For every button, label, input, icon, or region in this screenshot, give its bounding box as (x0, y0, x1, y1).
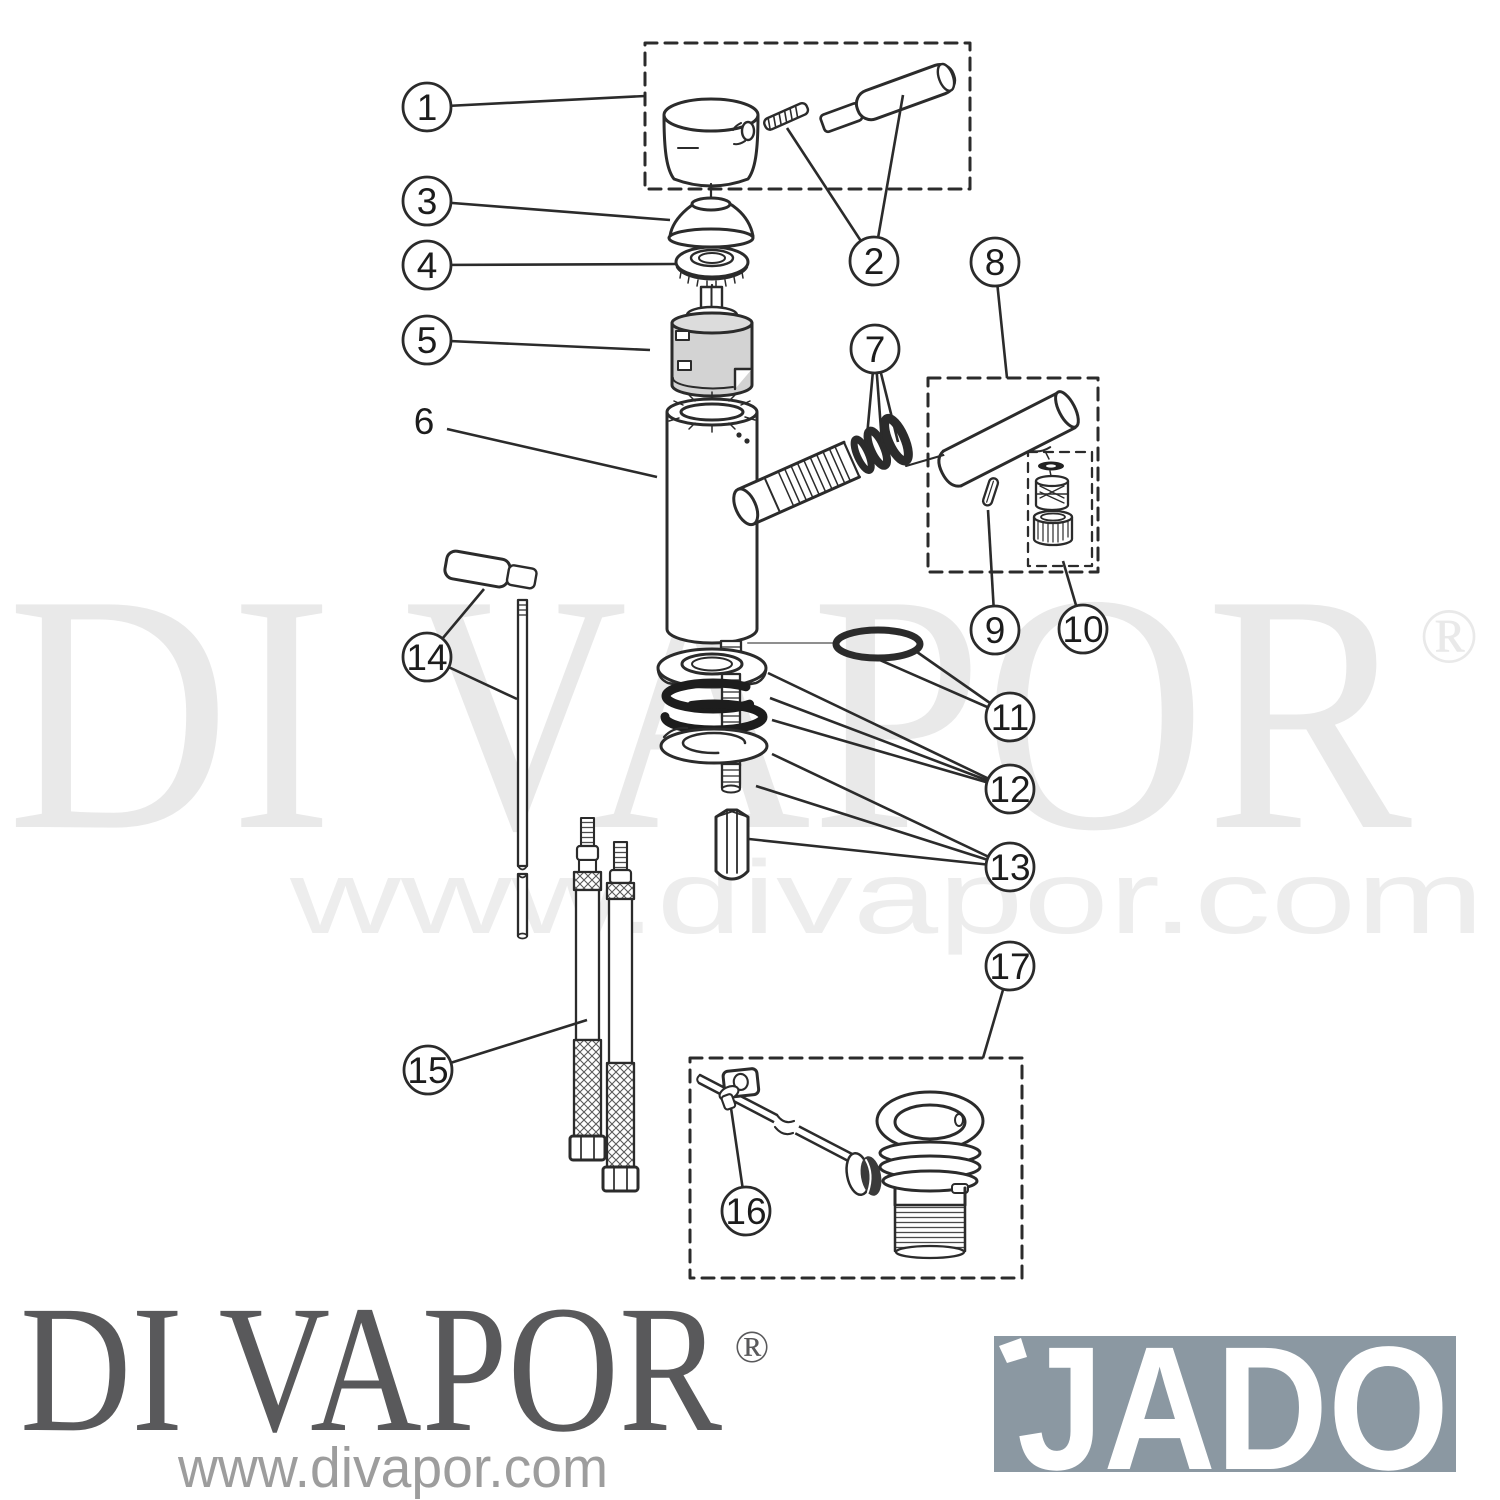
callout-circle-3 (401, 175, 453, 227)
leader-line (427, 1018, 588, 1072)
callout-number-7: 7 (865, 329, 886, 370)
aerator-parts (1026, 450, 1094, 568)
faucet-body (665, 391, 759, 645)
callout-number-17: 17 (989, 946, 1030, 987)
handle-cap (662, 97, 760, 188)
dome-cap (667, 196, 755, 249)
leader-line (426, 199, 671, 222)
jado-logo-box (994, 1336, 1456, 1472)
callout-number-16: 16 (725, 1191, 766, 1232)
spout-connector (732, 413, 913, 527)
handle-lever (819, 62, 957, 134)
popup-waste (696, 1067, 985, 1260)
callout-circle-1 (401, 81, 453, 133)
callout-number-14: 14 (406, 637, 447, 678)
leader-line (771, 718, 1011, 791)
watermark-registered-icon: ® (1419, 592, 1478, 679)
callout-circle-16 (720, 1185, 772, 1237)
callout-circle-7 (849, 323, 901, 375)
callout-circle-2 (848, 235, 900, 287)
watermark-url: www.divapor.com (289, 840, 1484, 956)
callout-number-10: 10 (1062, 609, 1103, 650)
callout-circle-15 (402, 1044, 454, 1096)
leader-line (426, 338, 651, 352)
base-mounting (656, 639, 769, 794)
callout-circle-8 (969, 236, 1021, 288)
supply-hoses (568, 816, 640, 1193)
popup-rod (443, 549, 538, 940)
callout-number-1: 1 (417, 87, 438, 128)
callout-number-15: 15 (407, 1050, 448, 1091)
retaining-pin (981, 477, 1000, 507)
footer-brand-logo: DI VAPOR (20, 1269, 723, 1470)
leader-line (769, 696, 1011, 791)
jado-accent-icon (999, 1338, 1027, 1363)
spout-assembly-box (926, 376, 1100, 574)
jado-logo-text: JADO (1017, 1311, 1449, 1500)
callout-circle-13 (984, 841, 1036, 893)
faucet-artwork (443, 41, 1100, 1280)
lock-ring (674, 245, 750, 288)
waste-assembly-box (688, 1056, 1024, 1280)
callout-circle-11 (984, 691, 1036, 743)
leader-line (755, 784, 1011, 869)
callout-circle-4 (401, 239, 453, 291)
hex-spacer (714, 808, 750, 881)
callout-number-13: 13 (989, 847, 1030, 888)
callout-circle-5 (401, 314, 453, 366)
callout-number-9: 9 (985, 610, 1006, 651)
callout-number-4: 4 (417, 245, 438, 286)
footer: DI VAPOR ® www.divapor.com JADO (20, 1269, 1456, 1500)
callout-number-11: 11 (991, 697, 1029, 738)
leader-line (426, 94, 646, 109)
leader-line (748, 837, 1011, 869)
callout-number-8: 8 (985, 242, 1006, 283)
spout (937, 390, 1080, 488)
leader-line (767, 671, 1011, 791)
leader-line (785, 127, 876, 262)
callout-number-2: 2 (864, 241, 885, 282)
handle-assembly-box (643, 41, 972, 191)
leader-line (872, 94, 905, 262)
callout-circle-12 (984, 763, 1036, 815)
callout-circle-10 (1057, 603, 1109, 655)
leader-line (426, 262, 677, 267)
seal-ring-upper (661, 678, 765, 714)
callout-number-5: 5 (417, 320, 438, 361)
leader-line (771, 752, 1011, 869)
callout-number-12: 12 (989, 769, 1030, 810)
callout-number-3: 3 (417, 181, 438, 222)
callout-circle-9 (969, 604, 1021, 656)
leader-line (446, 427, 658, 479)
spout-orings (850, 413, 913, 474)
footer-url-link[interactable]: www.divapor.com (177, 1436, 608, 1500)
footer-registered-icon: ® (735, 1321, 770, 1372)
handle-screw (763, 101, 810, 131)
callout-number-6: 6 (414, 401, 435, 442)
callout-circle-17 (984, 940, 1036, 992)
aerator-box (1026, 450, 1094, 568)
cartridge (670, 285, 754, 398)
callout-circle-14 (401, 631, 453, 683)
